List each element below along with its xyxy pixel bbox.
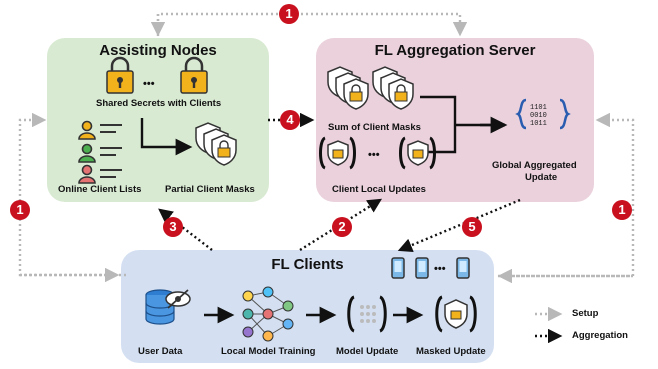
online-clients-label: Online Client Lists — [58, 184, 142, 195]
ellipsis: ••• — [434, 263, 446, 275]
step-badge: 1 — [279, 4, 299, 24]
aggregation-arrow-5 — [397, 198, 521, 253]
server-title: FL Aggregation Server — [374, 42, 536, 59]
masked-update-label: Masked Update — [416, 346, 486, 357]
sum-masks-label: Sum of Client Masks — [328, 122, 421, 133]
ellipsis: ••• — [143, 78, 155, 90]
shield-stack-icon — [372, 66, 414, 110]
database-icon — [145, 289, 191, 325]
svg-text:0010: 0010 — [530, 112, 547, 120]
step-badge: 5 — [462, 217, 482, 237]
assisting-nodes-panel — [47, 38, 269, 202]
shield-stack-icon — [195, 122, 237, 166]
model-update-label: Model Update — [336, 346, 399, 357]
shield-stack-icon — [327, 66, 369, 110]
partial-masks-label: Partial Client Masks — [165, 184, 255, 195]
setup-arrows — [18, 12, 635, 284]
phone-icon — [415, 257, 429, 279]
lock-icon — [180, 56, 208, 94]
masked-update-icon — [399, 136, 436, 170]
step-badge: 3 — [163, 217, 183, 237]
aggregation-arrow-2 — [299, 198, 383, 252]
setup-arrow-left — [18, 112, 126, 277]
global-update-label-2: Update — [525, 172, 558, 183]
neural-network-icon — [242, 286, 294, 342]
phone-icon — [456, 257, 470, 279]
model-update-icon — [347, 295, 387, 333]
clients-title: FL Clients — [271, 256, 344, 273]
assist-flow-arrow — [140, 118, 193, 156]
step-badge: 1 — [612, 200, 632, 220]
legend-aggregation: Aggregation — [572, 330, 628, 341]
assisting-nodes-title: Assisting Nodes — [99, 42, 217, 59]
svg-text:1101: 1101 — [530, 104, 547, 112]
masked-update-icon — [435, 295, 477, 333]
local-training-label: Local Model Training — [221, 346, 316, 357]
svg-text:1011: 1011 — [530, 120, 547, 128]
step-badge: 2 — [332, 217, 352, 237]
step-badge: 4 — [280, 110, 300, 130]
ellipsis: ••• — [368, 149, 380, 161]
shared-secrets-label: Shared Secrets with Clients — [96, 98, 222, 109]
user-data-label: User Data — [138, 346, 183, 357]
masked-update-icon — [319, 136, 356, 170]
global-update-label-1: Global Aggregated — [492, 160, 577, 171]
setup-arrow-top — [156, 12, 468, 37]
binary-code-icon: 1101 0010 1011 — [515, 98, 571, 130]
step-badge: 1 — [10, 200, 30, 220]
setup-arrow-right — [498, 112, 635, 278]
legend-setup: Setup — [572, 308, 599, 319]
lock-icon — [106, 56, 134, 94]
fl-clients-panel — [121, 250, 494, 363]
phone-icon — [391, 257, 405, 279]
user-list-icon — [78, 120, 122, 184]
aggregation-arrow-3 — [158, 208, 213, 251]
legend-lines — [535, 306, 563, 344]
local-updates-label: Client Local Updates — [332, 184, 426, 195]
